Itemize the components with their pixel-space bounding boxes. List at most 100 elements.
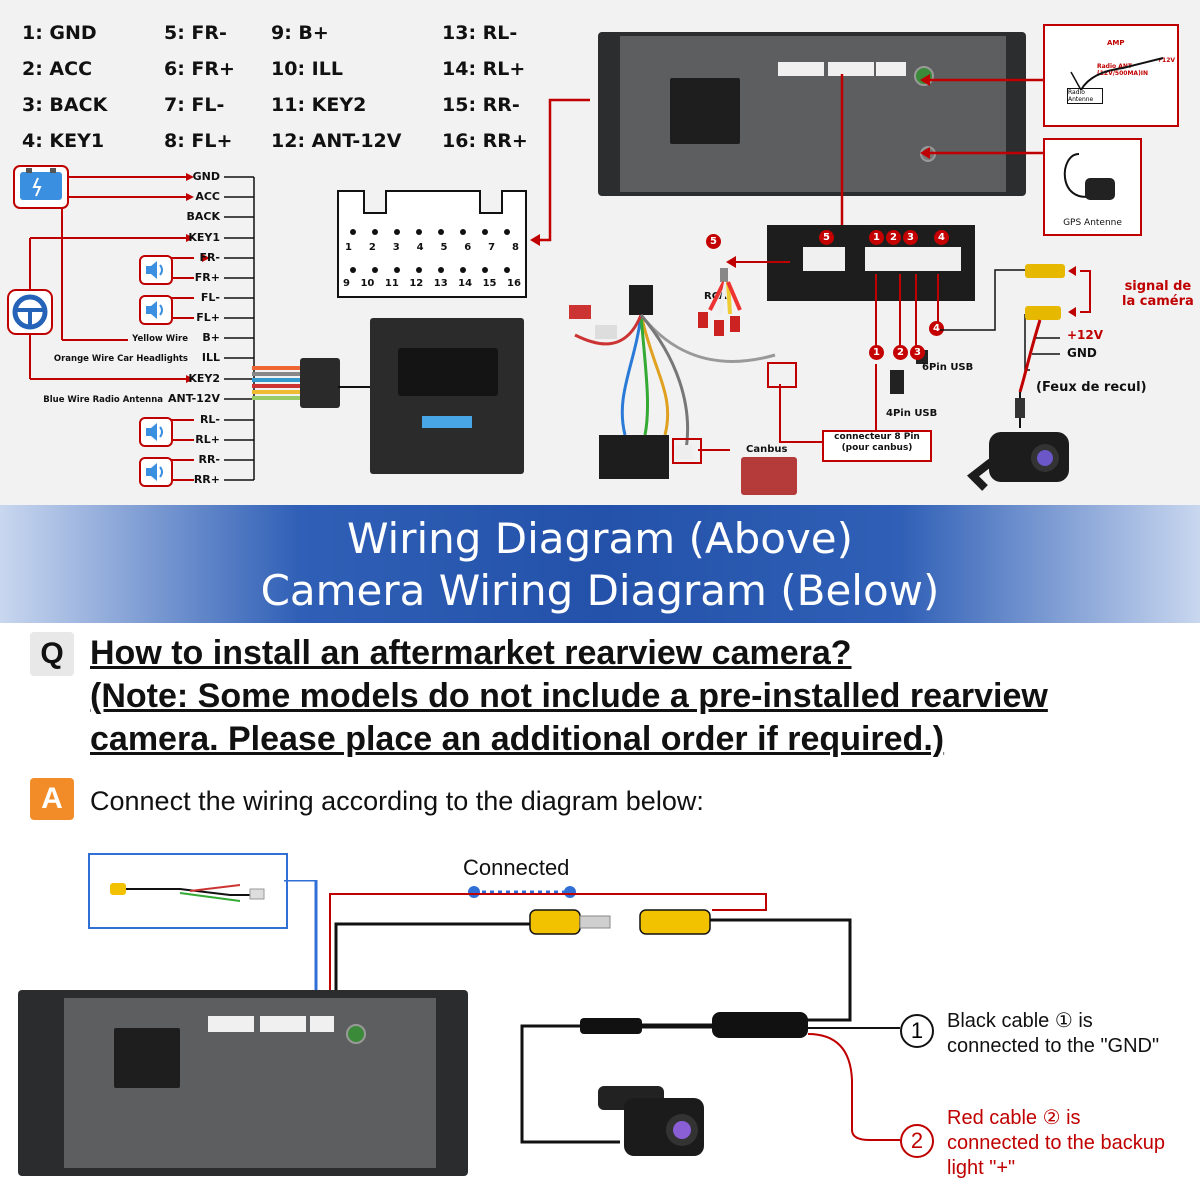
wire-label: RR- bbox=[198, 453, 220, 466]
question-line2: (Note: Some models do not include a pre-… bbox=[90, 677, 1048, 715]
pin-number: 2 bbox=[368, 242, 376, 253]
question-line1: How to install an aftermarket rearview c… bbox=[90, 634, 852, 672]
radio-antenne-label: Radio Antenne bbox=[1067, 88, 1103, 104]
speaker-icon bbox=[139, 417, 173, 447]
wire-label: FR- bbox=[199, 251, 220, 264]
signal-line2: la caméra bbox=[1122, 294, 1194, 309]
pin-number: 8 bbox=[512, 242, 519, 253]
pin-number: 16 bbox=[507, 278, 521, 289]
wire-label: ACC bbox=[195, 190, 220, 203]
connection-lines bbox=[530, 74, 1043, 246]
wire-label: FR+ bbox=[194, 271, 220, 284]
pin-label: 5: FR- bbox=[164, 22, 227, 44]
harness-pinout: 1 2 3 4 5 6 7 8 9 10 11 12 13 14 15 16 bbox=[337, 190, 527, 298]
wire-label: B+ bbox=[202, 331, 220, 344]
badge-2: 2 bbox=[886, 230, 901, 245]
connector8-line2: (pour canbus) bbox=[841, 443, 913, 453]
wire-label: FL- bbox=[200, 291, 220, 304]
orange-wire-note: Orange Wire Car Headlights bbox=[53, 354, 188, 364]
pin-label: 9: B+ bbox=[271, 22, 329, 44]
wire-label: ANT-12V bbox=[168, 392, 220, 405]
speaker-icon bbox=[139, 457, 173, 487]
gps-box: GPS Antenne bbox=[1043, 138, 1142, 236]
note-1-line1: Black cable ① is bbox=[947, 1010, 1093, 1032]
camera-wiring-graphic bbox=[284, 880, 900, 1156]
head-unit-back bbox=[598, 32, 1026, 196]
pin-label: 4: KEY1 bbox=[22, 130, 105, 152]
badge-usb-3: 3 bbox=[910, 345, 925, 360]
canbus-label: Canbus bbox=[746, 444, 788, 455]
answer-badge-letter: A bbox=[41, 782, 63, 815]
pinout-top-row: 1 2 3 4 5 6 7 8 bbox=[345, 242, 519, 253]
badge-5: 5 bbox=[819, 230, 834, 245]
pin-number: 13 bbox=[433, 278, 448, 289]
connector8-box: connecteur 8 Pin (pour canbus) bbox=[822, 430, 932, 462]
harness-socket-photo bbox=[370, 318, 524, 474]
gps-antenna-icon bbox=[1063, 153, 1115, 200]
badge-3: 3 bbox=[903, 230, 918, 245]
section-banner: Wiring Diagram (Above) Camera Wiring Dia… bbox=[0, 505, 1200, 623]
gps-label: GPS Antenne bbox=[1063, 218, 1122, 228]
pin-label: 11: KEY2 bbox=[271, 94, 367, 116]
badge-usb-1: 1 bbox=[869, 345, 884, 360]
note-1-circle: 1 bbox=[900, 1014, 934, 1048]
usb4-label: 4Pin USB bbox=[886, 408, 938, 419]
pin-number: 4 bbox=[416, 242, 424, 253]
speaker-icon bbox=[139, 295, 173, 325]
pin-number: 12 bbox=[409, 278, 424, 289]
pin-number: 9 bbox=[343, 278, 350, 289]
feux-label: (Feux de recul) bbox=[1036, 380, 1147, 395]
badge-1: 1 bbox=[869, 230, 884, 245]
question-badge-letter: Q bbox=[40, 637, 64, 670]
pin-label: 2: ACC bbox=[22, 58, 93, 80]
rca-cable-graphic bbox=[698, 256, 790, 336]
pin-number: 15 bbox=[482, 278, 497, 289]
steering-wheel-icon bbox=[7, 289, 53, 335]
blue-wire-note: Blue Wire Radio Antenna bbox=[43, 395, 163, 405]
speaker-icon bbox=[139, 255, 173, 285]
pin-number: 5 bbox=[440, 242, 448, 253]
pin-label: 13: RL- bbox=[442, 22, 518, 44]
camera-cable-graphic bbox=[940, 264, 1091, 393]
battery-icon bbox=[13, 165, 69, 209]
note-1-line2: connected to the "GND" bbox=[947, 1035, 1160, 1057]
pin-number: 3 bbox=[392, 242, 400, 253]
note-2-line3: light "+" bbox=[947, 1157, 1016, 1179]
canbus-lines bbox=[698, 384, 822, 451]
wire-label: RL- bbox=[199, 413, 220, 426]
canbus-marker bbox=[767, 362, 797, 388]
pin-label: 16: RR+ bbox=[442, 130, 528, 152]
pin-number: 10 bbox=[360, 278, 375, 289]
wire-label: ILL bbox=[201, 351, 220, 364]
pin-label: 15: RR- bbox=[442, 94, 520, 116]
pin-number: 7 bbox=[488, 242, 496, 253]
note-2-line1: Red cable ② is bbox=[947, 1107, 1081, 1129]
wire-label: RL+ bbox=[195, 433, 220, 446]
note-2-number: 2 bbox=[910, 1128, 924, 1153]
pin-label: 1: GND bbox=[22, 22, 97, 44]
pin-number: 1 bbox=[345, 242, 352, 253]
amp-label: AMP bbox=[1107, 39, 1125, 47]
pin-label: 3: BACK bbox=[22, 94, 108, 116]
pin-label: 10: ILL bbox=[271, 58, 343, 80]
yellow-wire-note: Yellow Wire bbox=[132, 334, 188, 344]
radio-ant-label: Radio ANT (12V/500MA)IN bbox=[1097, 63, 1149, 77]
badge-usb-2: 2 bbox=[893, 345, 908, 360]
harness-cable-graphic bbox=[569, 285, 776, 479]
rear-camera-icon bbox=[966, 392, 1069, 491]
harness-plug-graphic bbox=[252, 358, 340, 408]
wire-label: FL+ bbox=[196, 311, 220, 324]
amp-box: AMP +12V Radio ANT (12V/500MA)IN Radio A… bbox=[1043, 24, 1179, 127]
answer-text: Connect the wiring according to the diag… bbox=[90, 786, 704, 816]
left-wiring-graphic bbox=[7, 165, 255, 487]
note-1: Black cable ① is connected to the "GND" bbox=[947, 1009, 1159, 1059]
camera-gnd-label: GND bbox=[1067, 346, 1097, 360]
wire-label: KEY2 bbox=[188, 372, 220, 385]
pin-number: 6 bbox=[464, 242, 472, 253]
connected-label: Connected bbox=[463, 855, 570, 880]
cable-inset-box bbox=[88, 853, 288, 929]
pin-label: 6: FR+ bbox=[164, 58, 235, 80]
banner-line2: Camera Wiring Diagram (Below) bbox=[260, 566, 940, 615]
amp-12v-label: +12V bbox=[1157, 57, 1176, 64]
wire-label: RR+ bbox=[193, 473, 220, 486]
